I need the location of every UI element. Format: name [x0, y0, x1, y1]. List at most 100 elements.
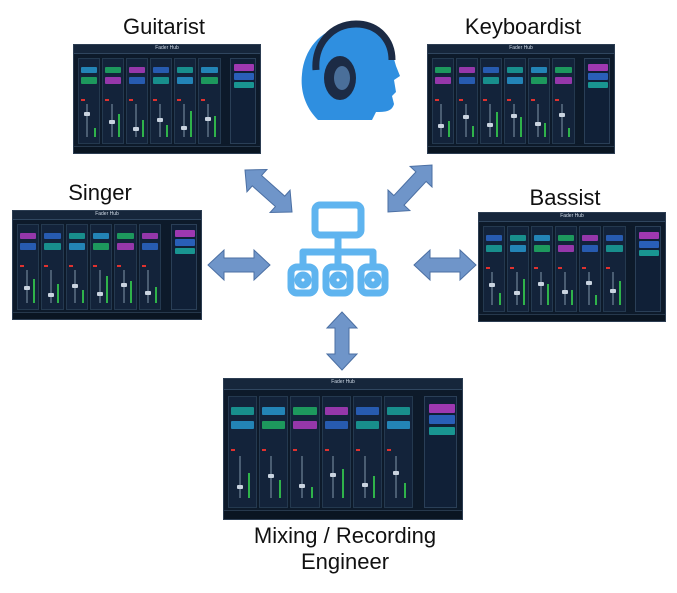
mute-indicator [386, 449, 391, 451]
fader-track [515, 272, 518, 305]
fader-knob [23, 285, 30, 290]
channel-chip [231, 421, 255, 430]
mute-indicator [93, 265, 98, 267]
fader-knob [120, 283, 127, 288]
fader-knob [361, 482, 368, 487]
level-meter [248, 472, 251, 498]
fader-track [587, 272, 590, 305]
fader-track [539, 272, 542, 305]
level-meter [117, 114, 120, 137]
mixer-title: Fader Hub [331, 379, 355, 385]
level-meter [570, 289, 573, 305]
fader-track [86, 104, 89, 137]
fader-track [98, 270, 101, 303]
mute-indicator [117, 265, 122, 267]
guitarist-label: Guitarist [123, 14, 205, 39]
mixer-title: Fader Hub [155, 45, 179, 51]
fader-knob [537, 282, 544, 287]
master-chip [587, 81, 609, 89]
fader-knob [180, 126, 187, 130]
mute-indicator [606, 267, 611, 269]
fader-knob [132, 127, 139, 132]
fader-knob [486, 122, 493, 127]
singer-mixer-screen: Fader Hub [12, 210, 202, 320]
channel-chip [459, 66, 476, 74]
mute-indicator [558, 267, 563, 269]
mixer-toolbar [224, 379, 462, 390]
fader-track [363, 456, 366, 498]
channel-chip [435, 66, 452, 74]
mute-indicator [555, 99, 560, 101]
channel-chip [68, 243, 86, 250]
channel-chip [105, 66, 122, 74]
mute-indicator [105, 99, 110, 101]
channel-chip [606, 245, 623, 252]
master-panel [230, 57, 257, 145]
master-panel [584, 57, 611, 145]
channel-chip [262, 407, 286, 416]
mute-indicator [483, 99, 488, 101]
channel-chip [117, 243, 134, 250]
master-chip [233, 64, 255, 71]
arrow-singer-hub [207, 248, 271, 282]
level-meter [447, 120, 450, 137]
channel-chip [324, 421, 348, 430]
fader-knob [489, 283, 496, 288]
channel-chip [141, 243, 159, 250]
mixer-statusbar [13, 311, 201, 319]
channel-chip [44, 232, 61, 240]
channel-chip [459, 77, 476, 84]
fader-knob [558, 113, 565, 118]
master-panel [170, 223, 198, 311]
channel-chip [201, 77, 218, 84]
channel-chip [68, 232, 86, 240]
mute-indicator [507, 99, 512, 101]
fader-track [488, 104, 491, 137]
level-meter [519, 117, 522, 137]
fader-knob [609, 288, 616, 293]
level-meter [373, 475, 376, 498]
arrow-keyboardist-hub [387, 164, 433, 213]
level-meter [279, 479, 282, 498]
channel-chip [44, 243, 61, 250]
fader-track [611, 272, 614, 305]
fader-track [394, 456, 397, 498]
level-meter [165, 124, 168, 137]
mute-indicator [435, 99, 439, 101]
fader-track [464, 104, 467, 137]
mixer-statusbar [224, 509, 462, 519]
fader-knob [299, 484, 306, 488]
master-chip [233, 73, 255, 80]
master-chip [233, 81, 255, 89]
engineer-label: Mixing / Recording Engineer [253, 523, 437, 574]
arrow-engineer-hub [325, 311, 359, 371]
fader-knob [156, 118, 163, 123]
channel-chip [558, 234, 575, 242]
channel-chip [231, 407, 255, 416]
master-chip [428, 404, 455, 413]
mixer-title: Fader Hub [95, 211, 119, 217]
channel-chip [435, 77, 452, 84]
level-meter [214, 116, 217, 137]
master-panel [635, 225, 662, 313]
singer-label: Singer [68, 180, 132, 205]
fader-knob [204, 117, 211, 122]
channel-chip [483, 66, 500, 74]
master-chip [638, 232, 660, 239]
channel-chip [177, 66, 194, 74]
mute-indicator [177, 99, 182, 101]
mute-indicator [324, 449, 329, 451]
mute-indicator [293, 449, 298, 451]
mute-indicator [44, 265, 49, 267]
channel-chip [105, 77, 122, 84]
channel-chip [177, 77, 194, 84]
mute-indicator [534, 267, 539, 269]
fader-knob [145, 290, 152, 295]
master-chip [428, 426, 455, 435]
mute-indicator [153, 99, 158, 101]
channel-chip [486, 234, 503, 242]
fader-knob [438, 123, 445, 128]
channel-chip [141, 232, 159, 240]
level-meter [568, 128, 571, 137]
